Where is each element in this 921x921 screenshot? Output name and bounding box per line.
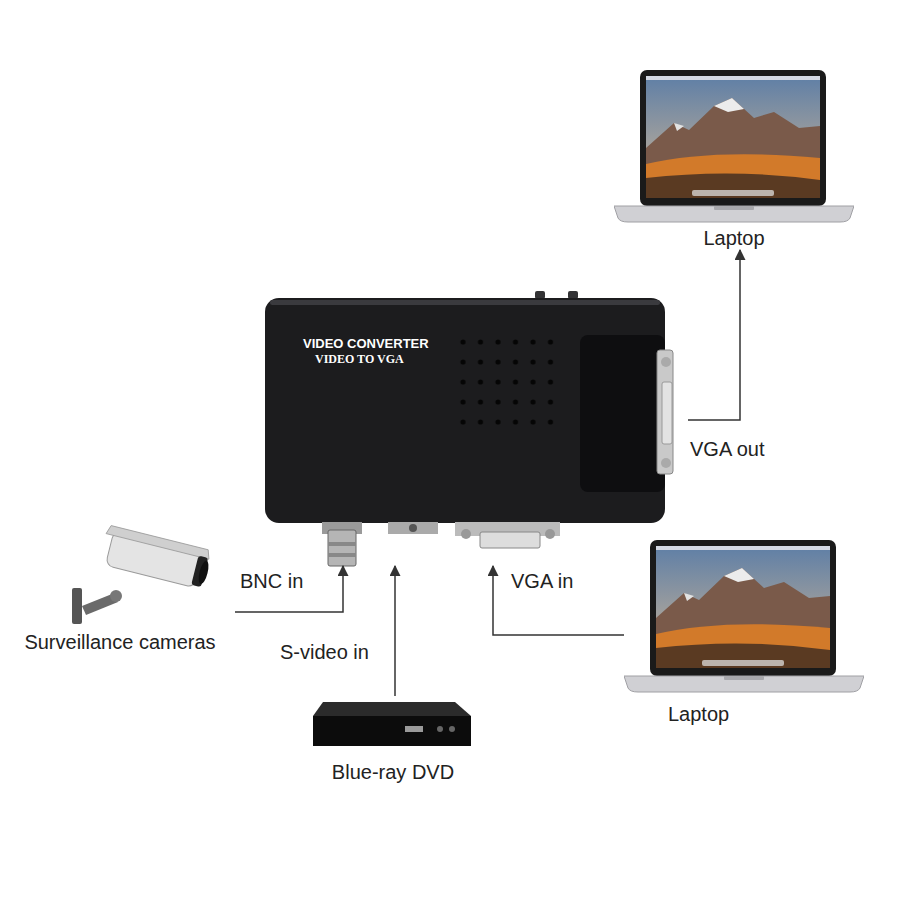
node-text: Surveillance cameras [5,630,235,654]
port-label: S-video in [278,641,371,664]
connector-arrow [493,566,624,635]
dvd-node: Blue-ray DVD [302,696,484,784]
camera-illustration [72,525,213,624]
camera-node: Surveillance cameras [5,520,235,654]
port-label: VGA in [509,570,575,593]
connector-arrow [394,566,396,696]
laptop-illustration [624,540,864,692]
laptop-illustration [614,70,854,222]
converter-node: VIDEO CONVERTERVIDEO TO VGA [262,296,688,566]
dvd-illustration [313,702,471,746]
node-text: VIDEO CONVERTER [303,336,688,352]
laptop-node: Laptop [611,66,857,250]
converter-illustration [265,291,673,566]
connector-arrow [235,566,343,612]
laptop-node: Laptop [624,536,870,726]
node-text: Blue-ray DVD [302,760,484,784]
node-text: Laptop [611,226,857,250]
connector-arrow [688,250,740,420]
node-text: VIDEO TO VGA [315,352,688,366]
node-text: Laptop [668,702,870,726]
port-label: BNC in [238,570,305,593]
port-label: VGA out [688,438,767,461]
